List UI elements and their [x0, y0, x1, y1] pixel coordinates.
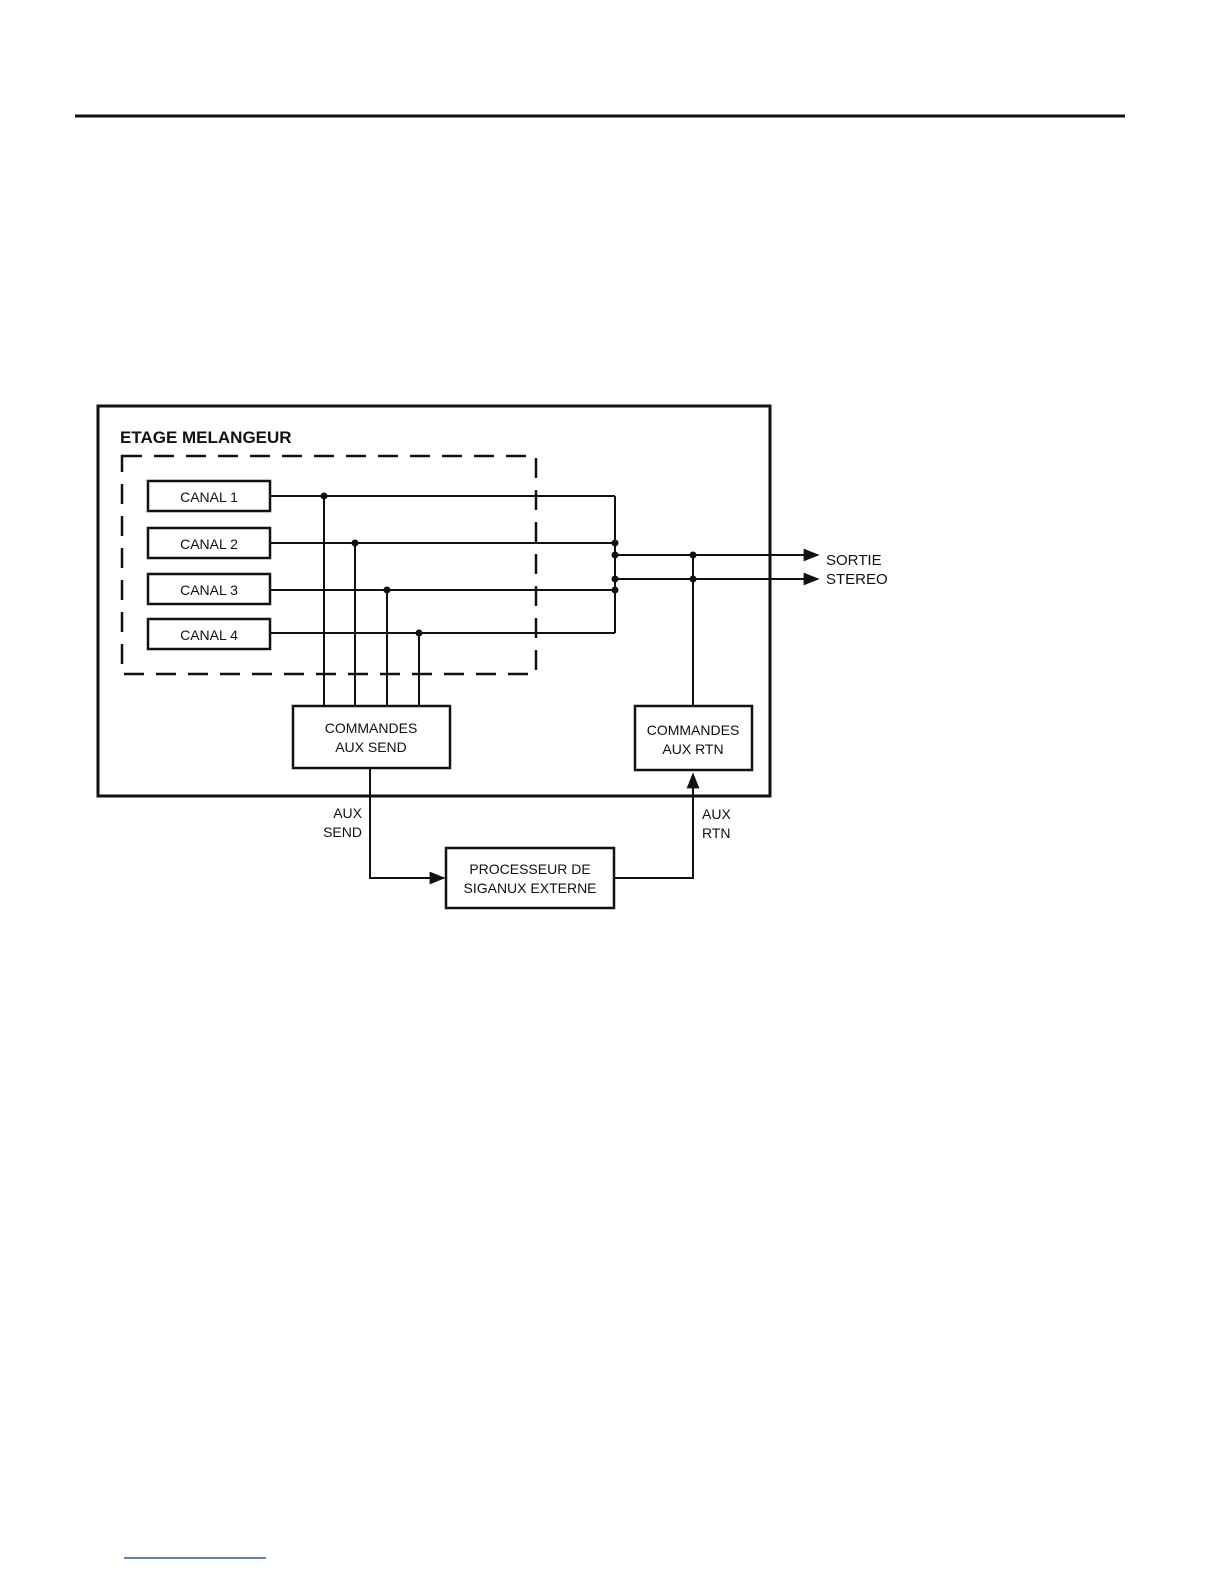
aux-send-label-line1: AUX: [333, 805, 362, 821]
aux-send-controls-box: COMMANDES AUX SEND: [293, 706, 450, 768]
external-processor-line2: SIGANUX EXTERNE: [463, 880, 596, 896]
channel-4-box: CANAL 4: [148, 619, 270, 649]
channel-2-label: CANAL 2: [180, 536, 238, 552]
output-label-line2: STEREO: [826, 571, 888, 588]
aux-send-label-line2: SEND: [323, 824, 362, 840]
external-processor-line1: PROCESSEUR DE: [469, 861, 590, 877]
external-processor-box: PROCESSEUR DE SIGANUX EXTERNE: [446, 848, 614, 908]
aux-rtn-label-line2: RTN: [702, 825, 731, 841]
aux-send-controls-line1: COMMANDES: [325, 720, 418, 736]
junction-dots: [321, 493, 697, 637]
channel-3-box: CANAL 3: [148, 574, 270, 604]
stereo-output-lines: [615, 555, 818, 579]
channel-1-box: CANAL 1: [148, 481, 270, 511]
channel-2-box: CANAL 2: [148, 528, 270, 558]
channel-1-label: CANAL 1: [180, 489, 238, 505]
output-label-line1: SORTIE: [826, 552, 882, 569]
channel-3-label: CANAL 3: [180, 582, 238, 598]
aux-rtn-controls-line2: AUX RTN: [662, 741, 723, 757]
mixer-stage-title: ETAGE MELANGEUR: [120, 428, 292, 447]
aux-rtn-controls-box: COMMANDES AUX RTN: [635, 706, 752, 770]
aux-send-controls-line2: AUX SEND: [335, 739, 407, 755]
channel-4-label: CANAL 4: [180, 627, 238, 643]
aux-rtn-controls-line1: COMMANDES: [647, 722, 740, 738]
aux-rtn-label-line1: AUX: [702, 806, 731, 822]
